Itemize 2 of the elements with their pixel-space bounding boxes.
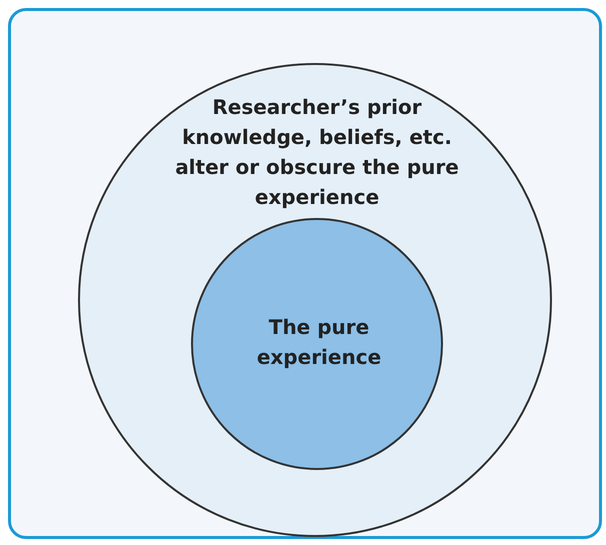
node-label: The pure experience xyxy=(256,314,382,371)
node-label: Researcher’s prior knowledge, beliefs, etc. alter or obscure the pure experience xyxy=(174,94,460,211)
